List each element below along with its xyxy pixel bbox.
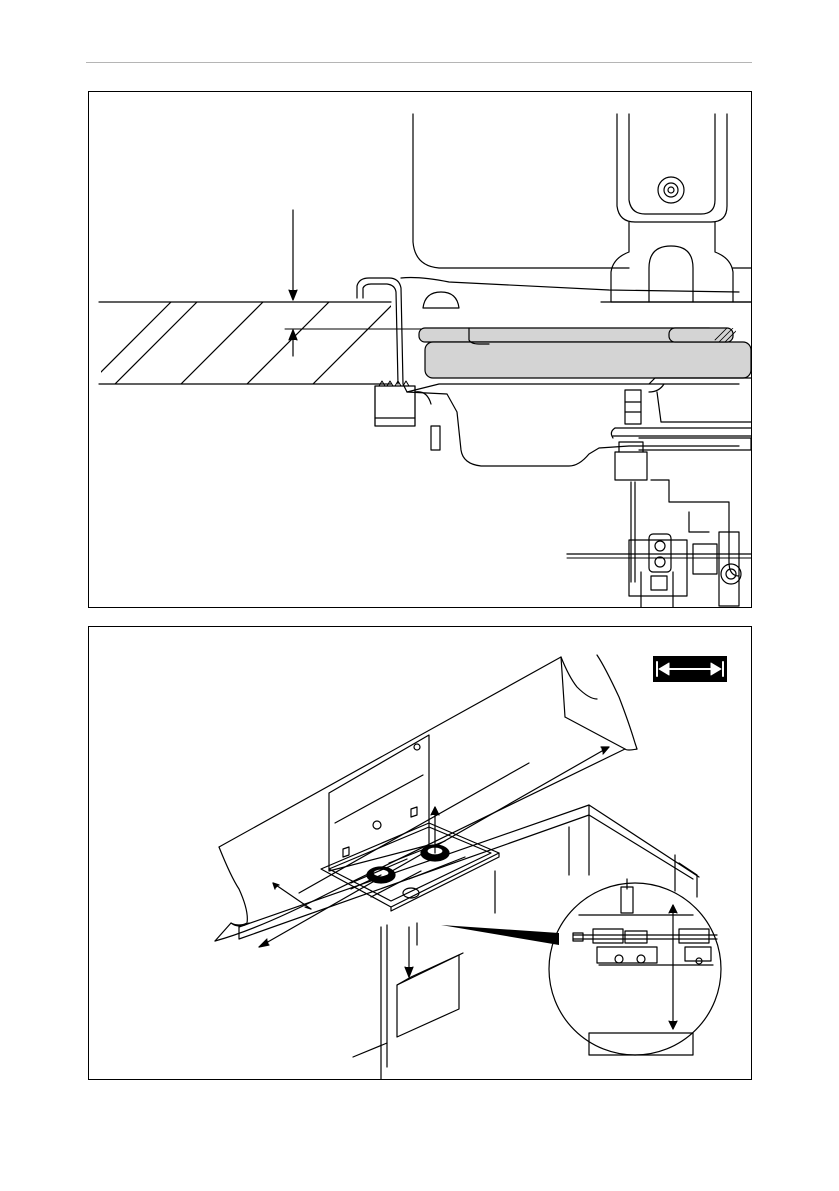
isometric-installation-drawing xyxy=(89,627,751,1079)
width-symbol-badge xyxy=(653,656,727,682)
worktop-lower-cabinet xyxy=(239,805,699,1079)
worktop-upper xyxy=(215,655,637,941)
worktop-section xyxy=(89,302,395,384)
magnifier-pointer xyxy=(441,925,559,945)
appliance-box xyxy=(397,923,463,1037)
figure-isometric-installation xyxy=(88,626,752,1080)
glass-panels xyxy=(419,326,751,378)
figure-cross-section xyxy=(88,91,752,608)
pan-support xyxy=(413,114,751,302)
knob-dome xyxy=(423,292,459,308)
gas-valve xyxy=(567,532,751,607)
cross-section-drawing xyxy=(89,92,751,607)
header-rule xyxy=(86,62,752,63)
worktop-hatching xyxy=(89,302,395,384)
burner-assembly xyxy=(611,378,751,582)
hob-backplate xyxy=(329,735,429,871)
two-burner-hob xyxy=(321,807,499,911)
detail-magnifier xyxy=(549,879,721,1055)
